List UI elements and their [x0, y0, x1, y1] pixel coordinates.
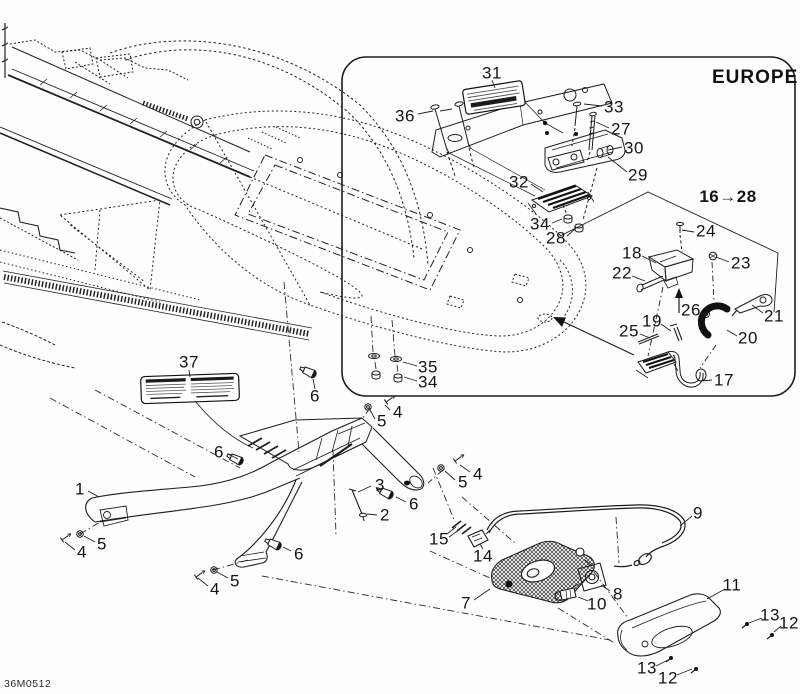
warning-labels	[141, 80, 526, 448]
callout-31: 31	[482, 63, 502, 83]
callout-20: 20	[738, 328, 758, 348]
tunnel-fasteners	[299, 353, 402, 382]
callout-2: 2	[380, 505, 390, 525]
callout-10: 10	[587, 594, 607, 614]
callout-6: 6	[409, 494, 419, 514]
callout-28: 28	[546, 228, 566, 248]
callout-7: 7	[461, 593, 471, 613]
callout-14: 14	[473, 546, 493, 566]
callout-23: 23	[731, 253, 751, 273]
callout-13: 13	[637, 658, 657, 678]
callout-1: 1	[75, 479, 85, 499]
callout-36: 36	[395, 106, 415, 126]
callout-11: 11	[722, 575, 742, 595]
callout-34: 34	[418, 372, 438, 392]
taillight-assembly	[491, 541, 774, 673]
callout-12: 12	[658, 668, 678, 688]
callout-6: 6	[294, 544, 304, 564]
callout-37: 37	[179, 352, 199, 372]
callout-21: 21	[764, 306, 784, 326]
attachment-hook-kit	[553, 192, 778, 387]
callout-4: 4	[210, 579, 220, 599]
callout-35: 35	[418, 357, 438, 377]
callout-5: 5	[377, 411, 387, 431]
callout-5: 5	[458, 472, 468, 492]
callout-25: 25	[619, 321, 639, 341]
support-plate-assembly	[430, 84, 625, 232]
callout-15: 15	[429, 529, 449, 549]
callout-32: 32	[509, 172, 529, 192]
chassis-frame-art	[0, 23, 586, 368]
callout-12: 12	[779, 613, 799, 633]
callout-5: 5	[230, 571, 240, 591]
callout-6: 6	[310, 386, 320, 406]
callout-26: 26	[681, 300, 701, 320]
wiring-harness	[452, 505, 685, 567]
callout-30: 30	[624, 138, 644, 158]
group-range-label: 16→28	[699, 187, 757, 206]
callout-33: 33	[604, 97, 624, 117]
rear-bumper-rack	[86, 418, 425, 567]
rack-fasteners	[60, 394, 465, 580]
projection-lines	[50, 282, 628, 644]
callout-24: 24	[696, 221, 716, 241]
callout-17: 17	[714, 370, 734, 390]
callout-4: 4	[473, 464, 483, 484]
callout-29: 29	[628, 165, 648, 185]
callout-27: 27	[611, 119, 631, 139]
leader-lines	[65, 80, 781, 675]
callout-3: 3	[375, 475, 385, 495]
callout-5: 5	[97, 534, 107, 554]
inset-box	[342, 57, 795, 396]
drawing-number: 36M0512	[4, 678, 52, 690]
callout-4: 4	[77, 542, 87, 562]
region-label-europe: EUROPE	[712, 67, 799, 88]
callout-13: 13	[760, 605, 780, 625]
callout-9: 9	[693, 503, 703, 523]
callout-22: 22	[612, 263, 632, 283]
callout-19: 19	[642, 311, 662, 331]
callout-4: 4	[393, 402, 403, 422]
callout-34: 34	[530, 214, 550, 234]
callout-18: 18	[622, 243, 642, 263]
callout-6: 6	[214, 442, 224, 462]
callout-8: 8	[613, 584, 623, 604]
